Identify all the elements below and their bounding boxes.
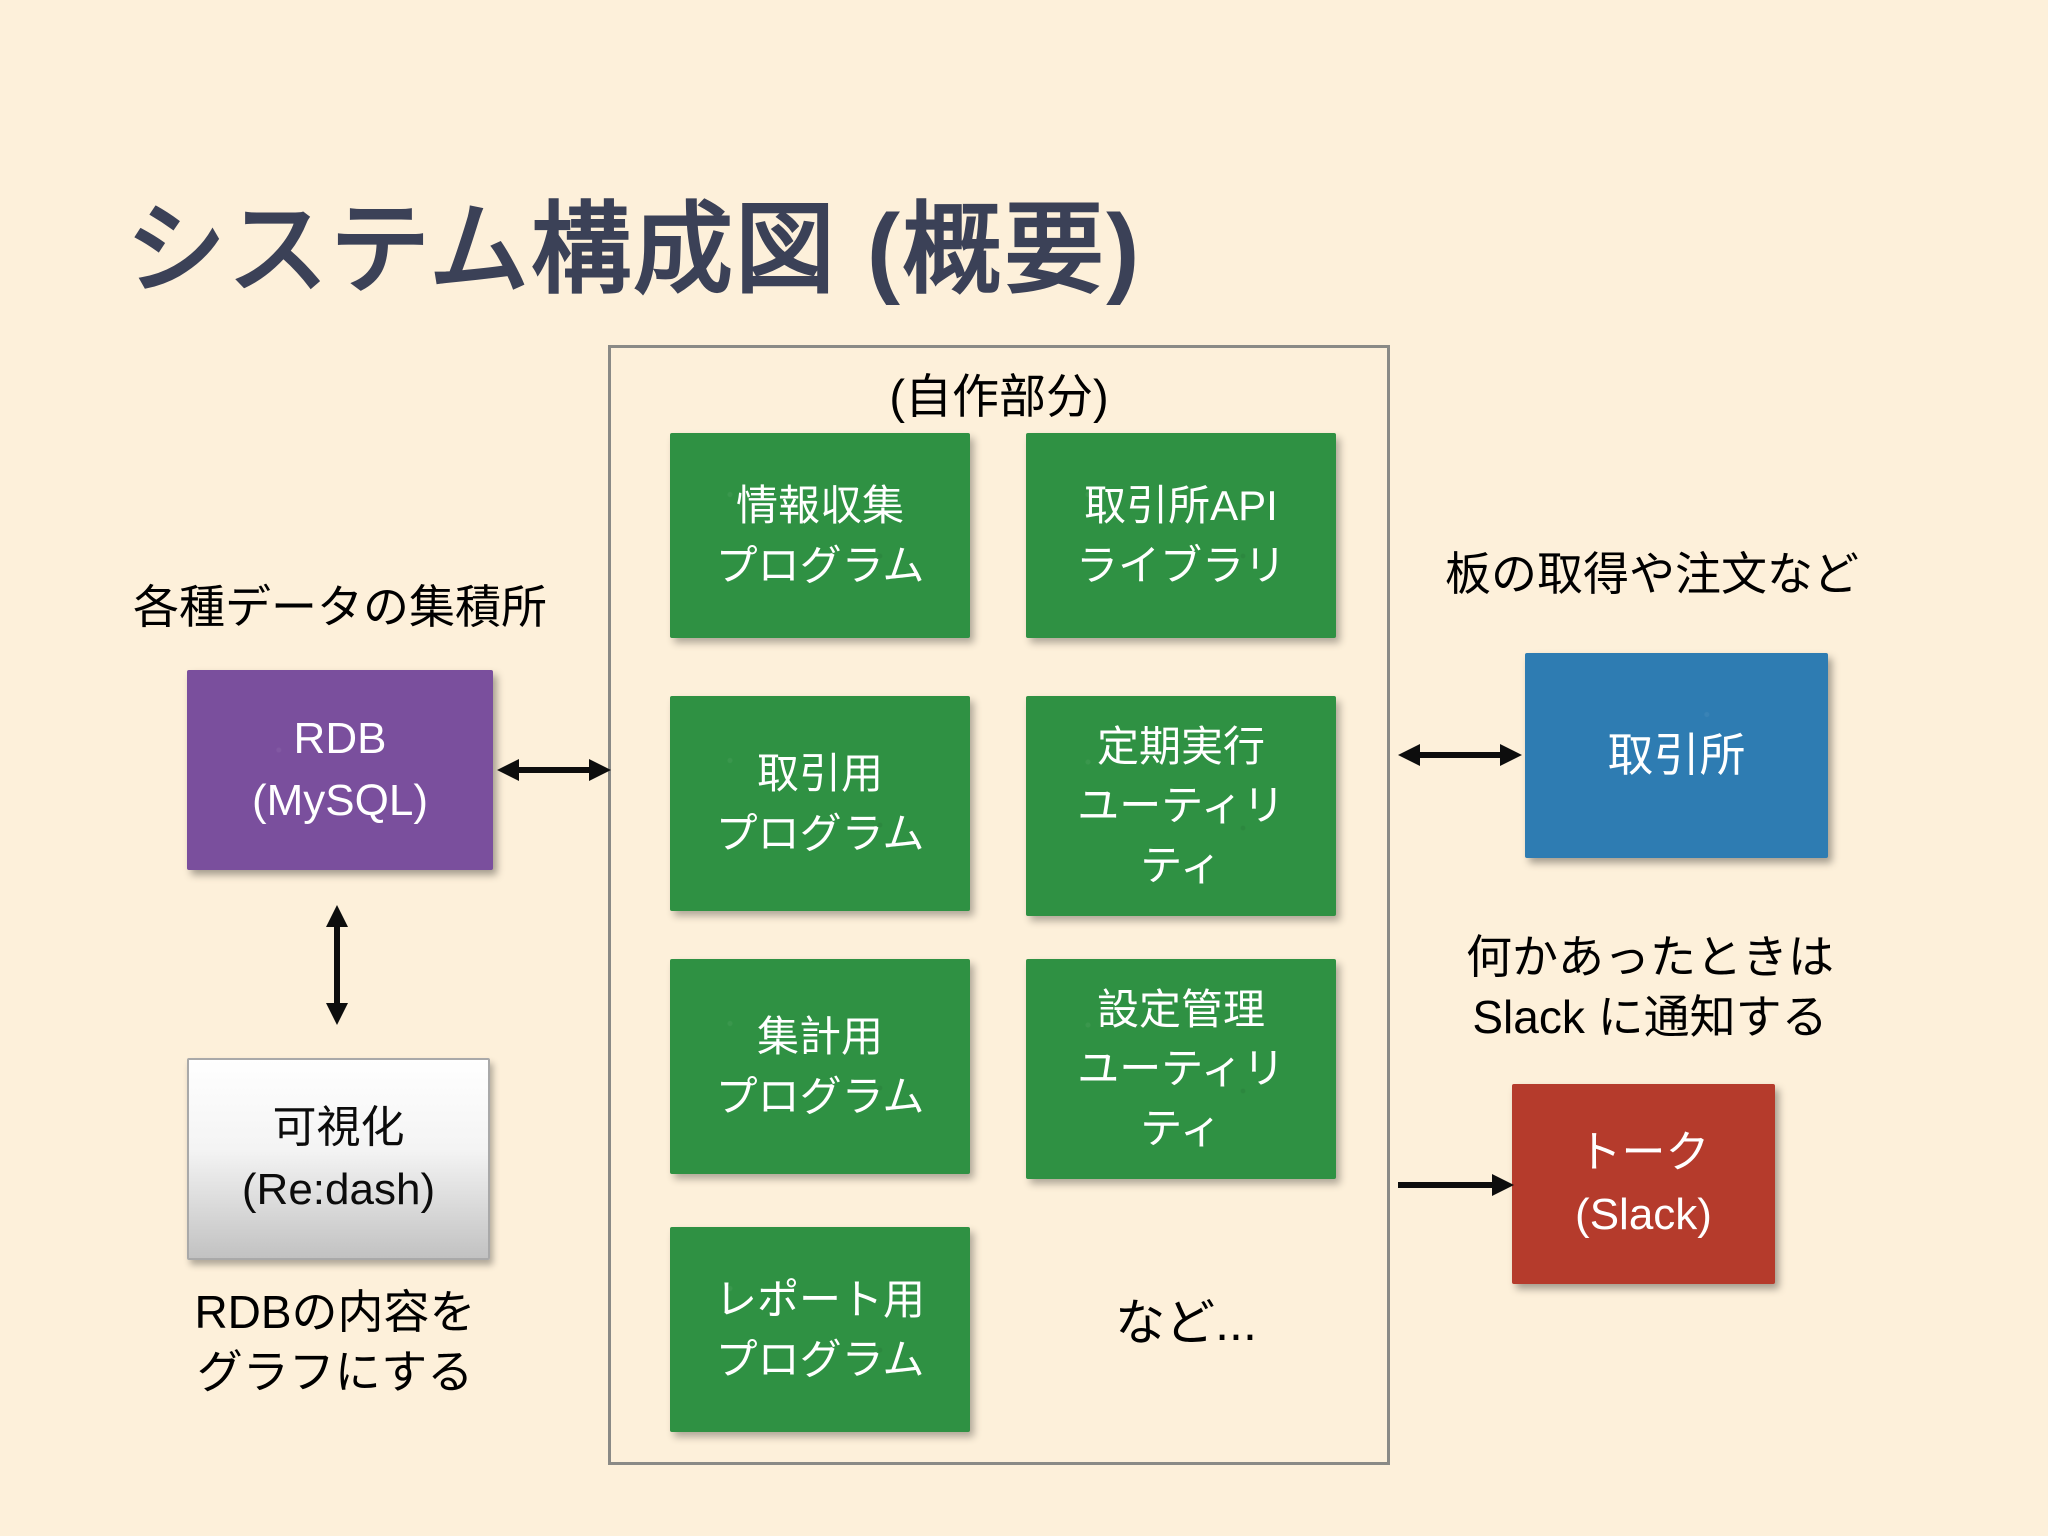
visualization-caption: RDBの内容を グラフにする [194,1286,476,1398]
double-arrow-rdb-visualization-icon [326,905,348,1025]
visualization-redash-node: 可視化 (Re:dash) [187,1058,490,1260]
box-trading-program: 取引用 プログラム [670,696,970,911]
rdb-description-label: 各種データの集積所 [133,581,547,633]
box-report-program: レポート用 プログラム [670,1227,970,1432]
etc-label: など... [1115,1295,1257,1351]
box-exchange-api-library: 取引所API ライブラリ [1026,433,1336,638]
double-arrow-programs-exchange-icon [1398,744,1522,766]
exchange-description-label: 板の取得や注文など [1445,548,1859,600]
exchange-node: 取引所 [1525,653,1828,858]
page-title: システム構成図 (概要) [126,194,1142,306]
double-arrow-rdb-programs-icon [497,759,611,781]
box-periodic-exec-utility: 定期実行 ユーティリ ティ [1026,696,1336,916]
talk-slack-node: トーク (Slack) [1512,1084,1775,1284]
slack-note-label: 何かあったときは Slack に通知する [1466,931,1834,1043]
self-made-container: (自作部分) 情報収集 プログラム 取引所API ライブラリ 取引用 プログラム… [608,345,1390,1465]
rdb-mysql-node: RDB (MySQL) [187,670,493,870]
box-config-management-utility: 設定管理 ユーティリ ティ [1026,959,1336,1179]
box-aggregation-program: 集計用 プログラム [670,959,970,1174]
box-info-collection-program: 情報収集 プログラム [670,433,970,638]
container-label: (自作部分) [889,370,1109,423]
arrow-programs-slack-icon [1398,1174,1514,1196]
